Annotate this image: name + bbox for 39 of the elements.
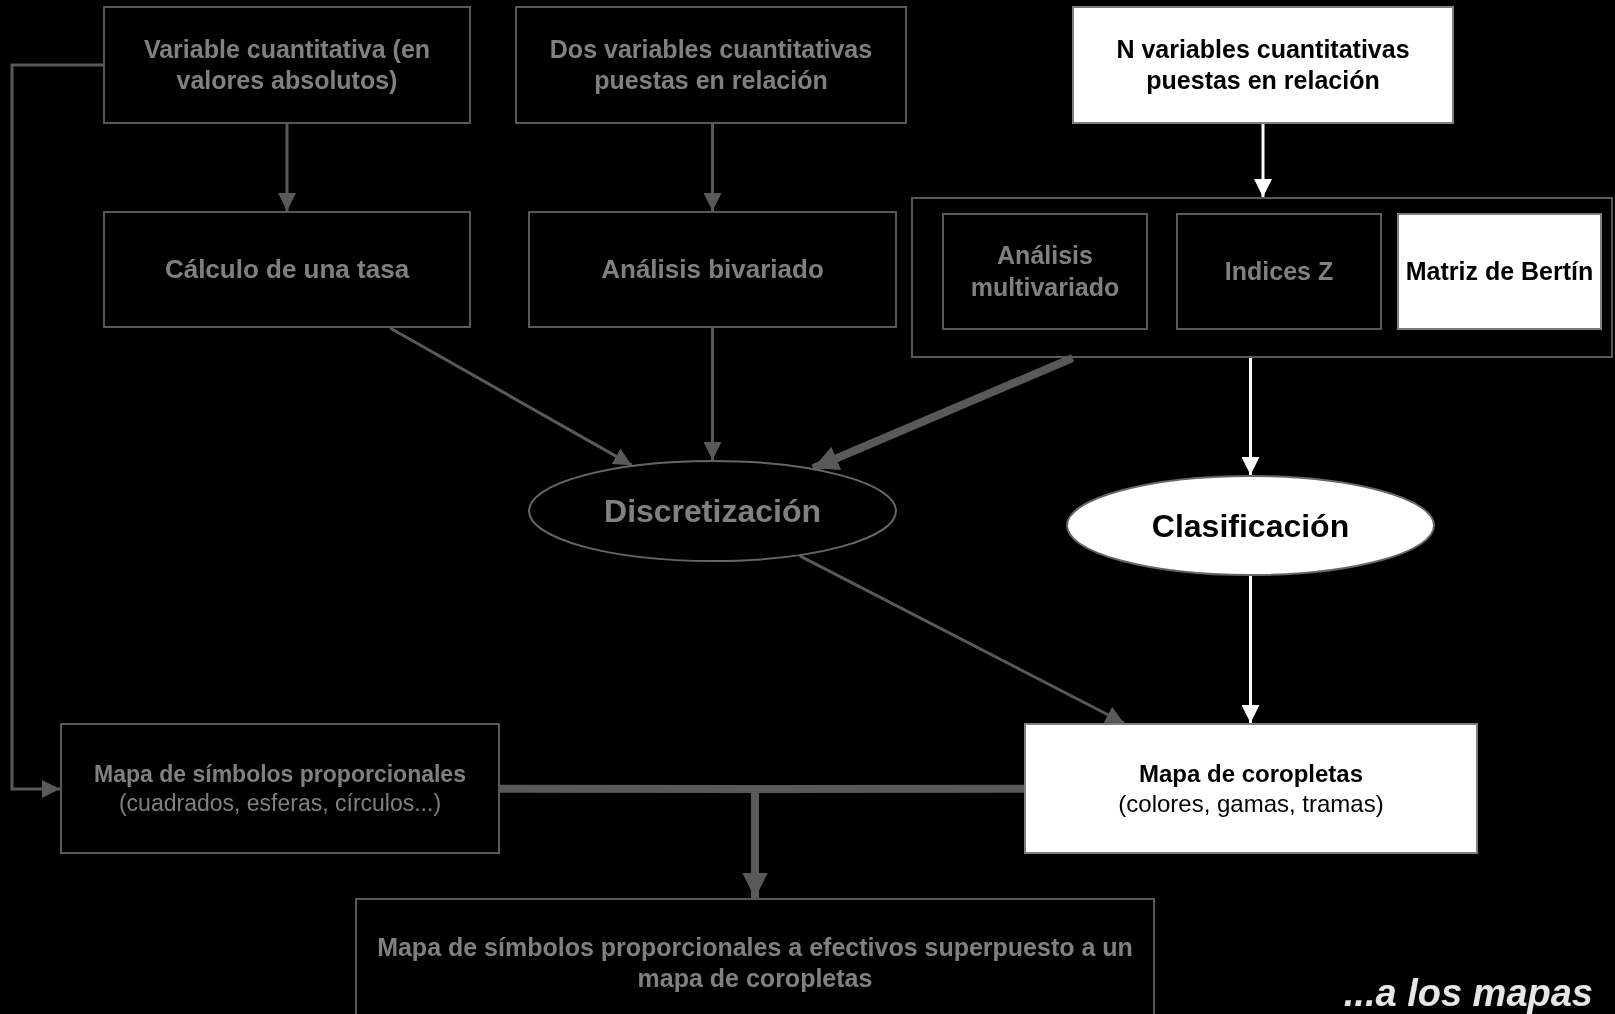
process-box (103, 6, 471, 124)
box-text: Mapa de coropletas (1137, 758, 1365, 789)
arrow (10, 63, 103, 798)
process-box (515, 6, 907, 124)
box-text: Análisis multivariado (969, 240, 1121, 303)
arrow (811, 354, 1075, 472)
arrow (742, 784, 1024, 898)
process-box (942, 213, 1148, 330)
box-text: Mapa de símbolos proporcionales a efectivos superpuesto a un mapa de coropletas (376, 931, 1134, 994)
process-box (1024, 723, 1478, 854)
ellipse-text: Clasificación (1150, 506, 1351, 546)
process-box (60, 723, 500, 854)
group-frame (911, 197, 1613, 358)
box-text: Dos variables cuantitativas puestas en relación (548, 33, 874, 96)
box-text: Matriz de Bertín (1404, 255, 1595, 287)
process-box (103, 211, 471, 328)
arrow (1241, 576, 1260, 723)
box-text: N variables cuantitativas puestas en relación (1115, 33, 1411, 96)
process-box (355, 898, 1155, 1014)
process-box (528, 211, 897, 328)
process-box (1176, 213, 1382, 330)
box-subtext: (colores, gamas, tramas) (1117, 788, 1385, 819)
box-text: Mapa de símbolos proporcionales (93, 759, 467, 789)
process-box (1072, 6, 1454, 124)
box-text: Indices Z (1223, 255, 1335, 287)
arrow (389, 326, 633, 467)
arrow (1241, 358, 1260, 475)
arrow (703, 328, 722, 460)
process-box (1397, 213, 1602, 330)
box-text: Cálculo de una tasa (163, 253, 411, 286)
box-text: Análisis bivariado (600, 253, 825, 286)
ellipse-text: Discretización (603, 492, 822, 531)
box-subtext: (cuadrados, esferas, círculos...) (117, 788, 443, 818)
note-text: ...a los mapas (1343, 974, 1593, 1012)
arrow (278, 124, 296, 211)
arrow (799, 554, 1125, 725)
box-text: Variable cuantitativa (en valores absolutos) (142, 33, 432, 96)
arrow (1254, 124, 1272, 197)
arrow (703, 124, 722, 211)
